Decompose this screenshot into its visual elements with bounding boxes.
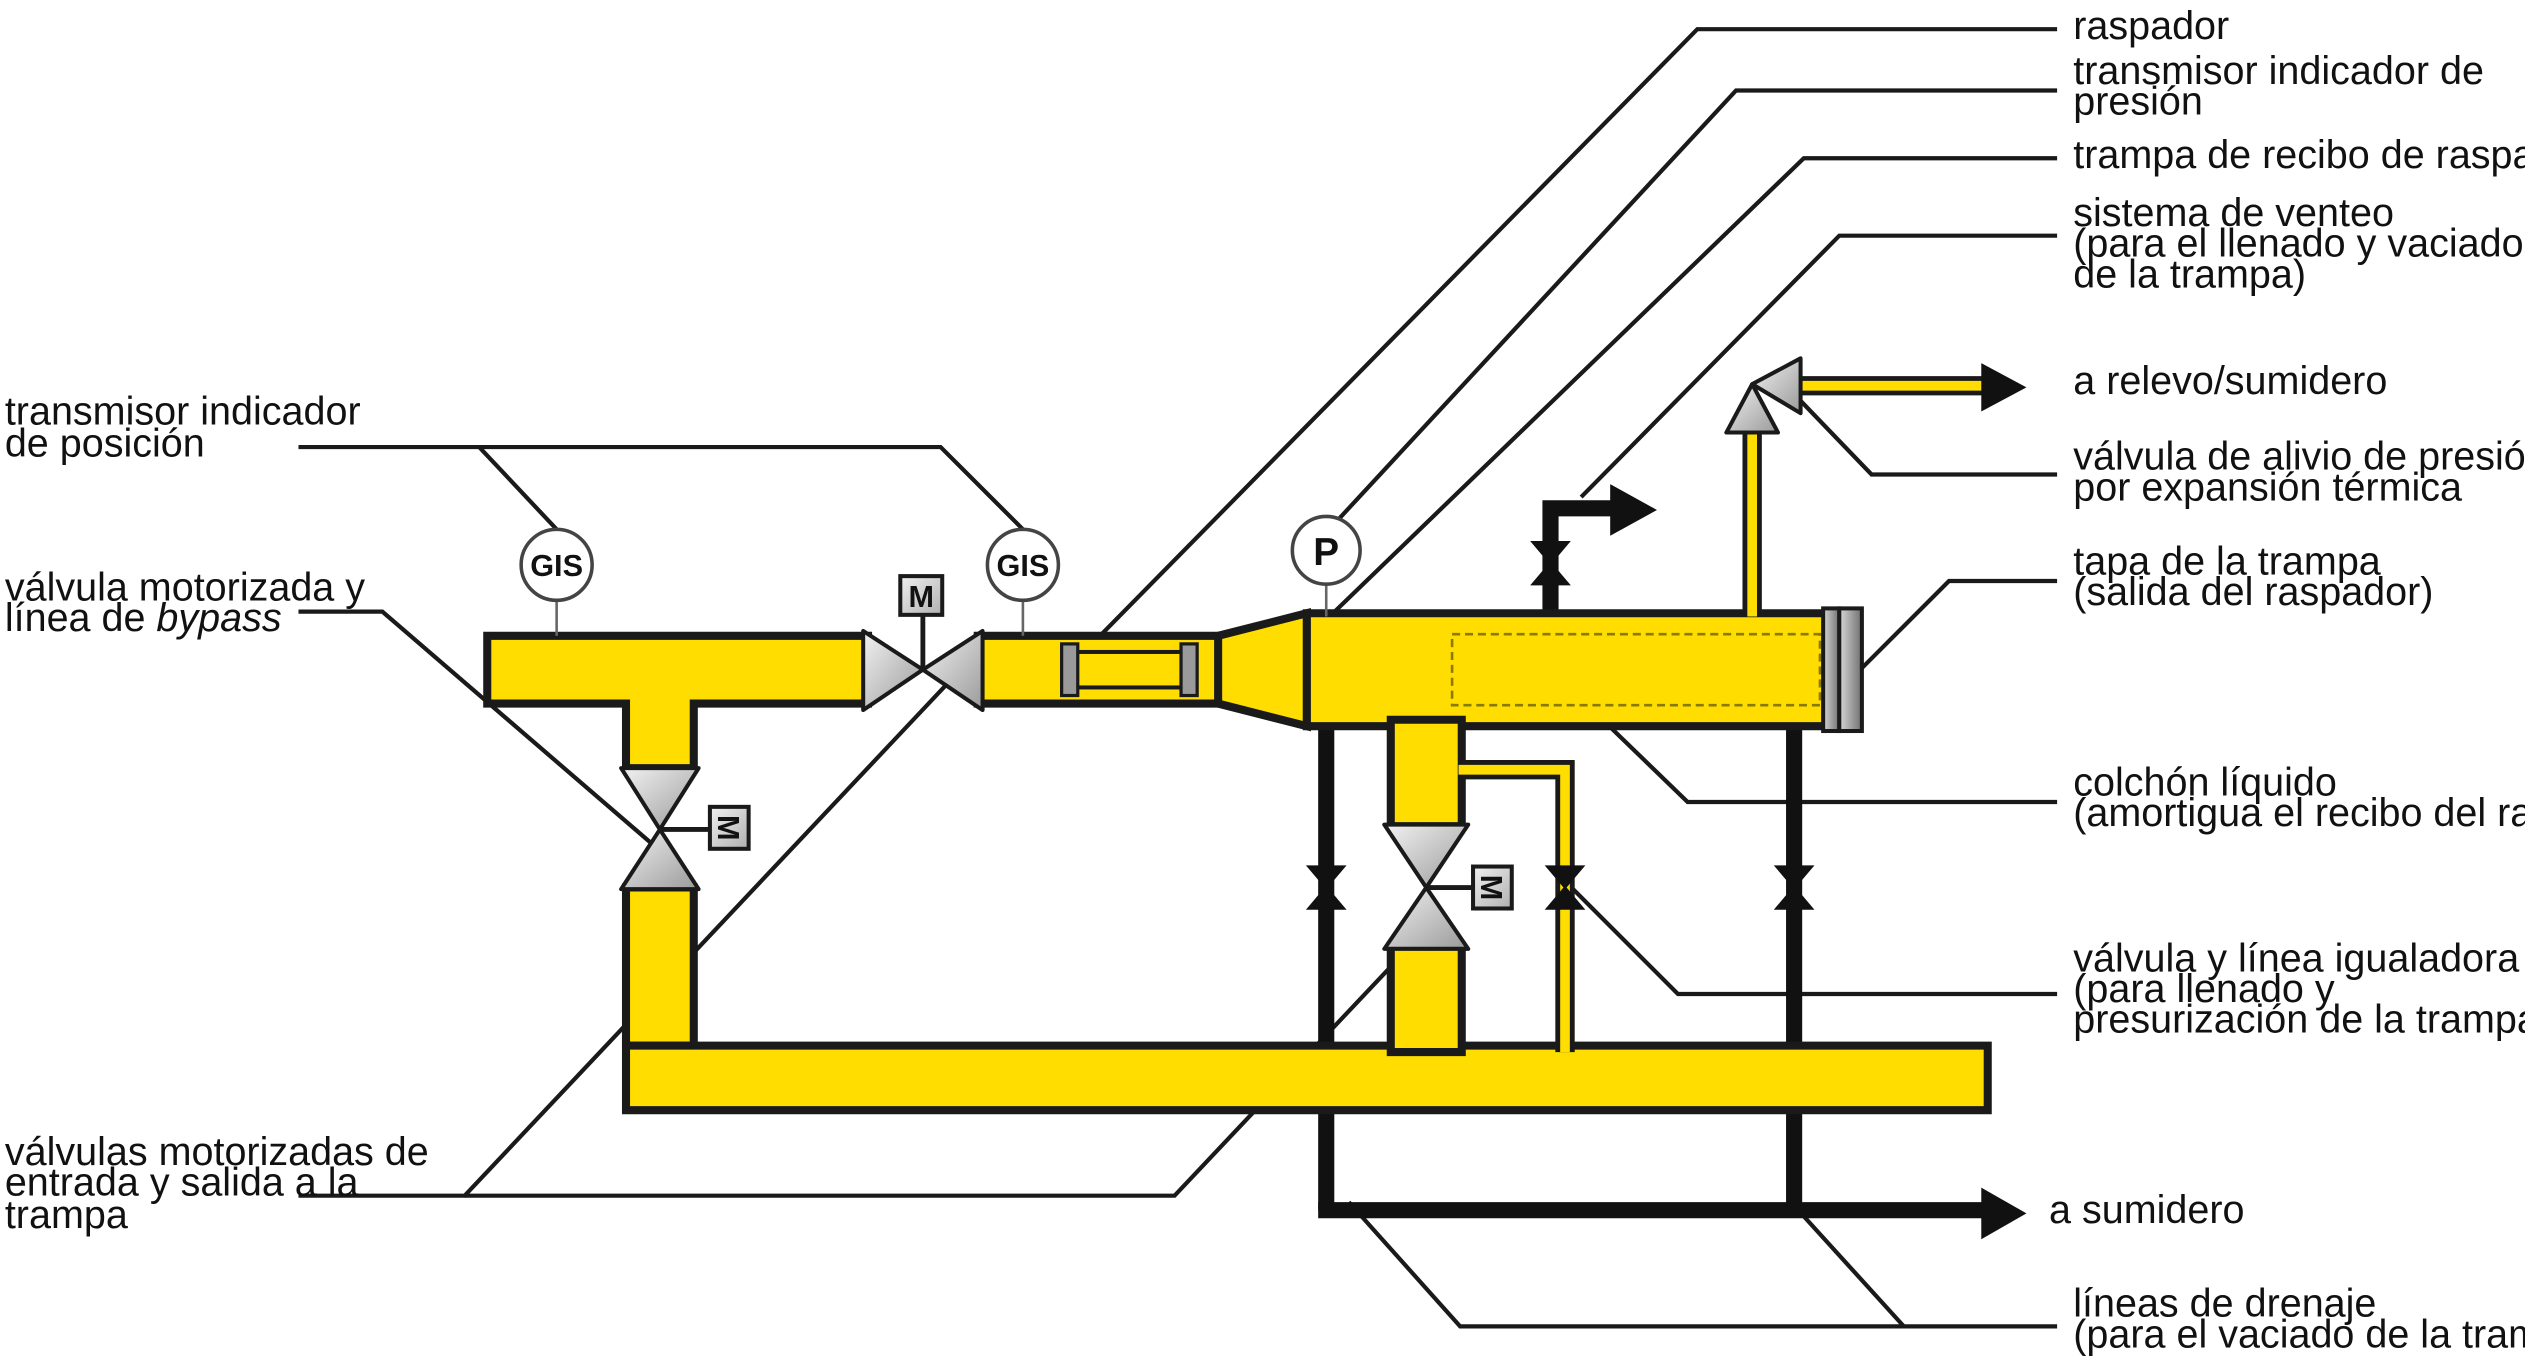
thermal-relief-valve: [1724, 356, 1803, 435]
drain-valve-right: [1773, 865, 1815, 910]
label-bypass-2: línea de bypass: [5, 596, 282, 640]
pig-cup-right: [1179, 642, 1199, 698]
drain-arrow: [1981, 1187, 2027, 1240]
label-sumidero: a sumidero: [2049, 1188, 2244, 1232]
vent-line: [1542, 500, 1614, 617]
vent-arrow: [1610, 484, 1657, 536]
equalizing-valve: [1544, 865, 1586, 910]
label-bypass-1: válvula motorizada y: [5, 565, 365, 609]
label-drenaje-2: (para el vaciado de la trampa): [2073, 1312, 2525, 1356]
closure-cap: [1837, 606, 1864, 734]
relief-valve-side: [1750, 356, 1803, 416]
leader-drenaje-b: [1789, 1200, 1906, 1328]
label-tapa-1: tapa de la trampa: [2073, 540, 2381, 584]
instruments: GIS GIS P: [519, 514, 1362, 636]
trap-outlet-pipe-upper: [1386, 715, 1466, 831]
relief-valve-bottom: [1724, 382, 1781, 435]
inlet-pipe: [483, 631, 873, 773]
trap-barrel: [1302, 609, 1831, 731]
label-drenaje-1: líneas de drenaje: [2073, 1282, 2376, 1326]
leader-raspador: [1076, 27, 2058, 660]
label-entrada-3: trampa: [5, 1193, 128, 1237]
valve-bottom-half: [1382, 885, 1471, 951]
label-colchon-1: colchón líquido: [2073, 761, 2337, 805]
leader-venteo: [1579, 233, 2058, 499]
bypass-pipe-lower: [621, 883, 698, 1050]
pig: [1060, 642, 1199, 698]
motor-box-mid: [1471, 864, 1514, 911]
label-entrada-1: válvulas motorizadas de: [5, 1130, 429, 1174]
leader-transmisor-presion: [1324, 88, 2058, 534]
label-igualadora-1: válvula y línea igualadora: [2073, 936, 2519, 980]
leader-bypass: [298, 609, 663, 854]
small-valves: [1305, 541, 1815, 910]
label-igualadora-2: (para llenado y: [2073, 967, 2335, 1011]
liquid-cushion: [1450, 632, 1822, 707]
closure-flange: [1821, 606, 1842, 734]
gis-left-label: GIS: [530, 549, 583, 583]
label-posicion-1: transmisor indicador: [5, 389, 361, 433]
label-relevo: a relevo/sumidero: [2073, 359, 2387, 403]
leader-lines: [298, 27, 2058, 1329]
motor-box-left: [707, 804, 751, 851]
label-transmisor-presion-1: transmisor indicador de: [2073, 49, 2484, 93]
motor-label-top: M: [908, 580, 934, 614]
relief-arrow: [1981, 363, 2027, 412]
valve-top-half: [619, 766, 701, 832]
label-venteo-3: de la trampa): [2073, 252, 2306, 296]
motor-label-mid: M: [1474, 875, 1508, 901]
valve-bottom-half: [619, 827, 701, 892]
valve-right-half: [920, 628, 985, 713]
vent-valve: [1530, 541, 1571, 586]
label-venteo-2: (para el llenado y vaciado: [2073, 222, 2523, 266]
label-alivio-2: por expansión térmica: [2073, 465, 2462, 509]
label-posicion-2: de posición: [5, 422, 205, 466]
leader-igualadora: [1563, 879, 2058, 997]
pressure-label: P: [1313, 531, 1339, 574]
label-colchon-2: (amortigua el recibo del raspador): [2073, 791, 2525, 835]
label-transmisor-presion-2: presión: [2073, 80, 2203, 124]
motor-box-top: [898, 574, 945, 617]
label-igualadora-3: presurización de la trampa): [2073, 998, 2525, 1042]
equalizing-line-fill: [1458, 764, 1570, 1053]
motor-label-left: M: [711, 815, 745, 841]
label-alivio-1: válvula de alivio de presión: [2073, 435, 2525, 479]
label-trampa-recibo: trampa de recibo de raspadores: [2073, 133, 2525, 177]
leader-entrada-b: [464, 934, 1422, 1198]
label-bypass-2a: línea de: [5, 596, 157, 640]
leader-colchon: [1586, 703, 2058, 805]
bottom-header: [621, 1041, 1992, 1115]
label-venteo-1: sistema de venteo: [2073, 191, 2394, 235]
outlet-motorized-valve: M: [1382, 822, 1514, 951]
drain-valve-left: [1305, 865, 1347, 910]
valve-left-half: [861, 628, 925, 713]
leader-posicion-b: [479, 444, 1025, 531]
valve-top-half: [1382, 822, 1471, 890]
leader-alivio: [1786, 385, 2058, 477]
position-transmitter-right: [985, 527, 1061, 603]
label-raspador: raspador: [2073, 4, 2229, 48]
drain-lines: [1318, 484, 2027, 1240]
labels: raspador transmisor indicador de presión…: [5, 4, 2525, 1356]
leader-tapa: [1857, 578, 2058, 673]
trap-closure: [1821, 606, 1864, 734]
pressure-transmitter: [1290, 514, 1362, 586]
pig-body: [1072, 649, 1187, 690]
leader-trampa-recibo: [1321, 156, 2058, 625]
label-tapa-2: (salida del raspador): [2073, 570, 2433, 614]
position-transmitter-left: [519, 527, 594, 603]
inlet-motorized-valve: M: [861, 574, 985, 713]
leader-drenaje-a: [1347, 1200, 2058, 1329]
bypass-motorized-valve: M: [619, 766, 751, 892]
pig-cup-left: [1060, 642, 1080, 698]
label-entrada-2: entrada y salida a la: [5, 1161, 359, 1205]
gis-right-label: GIS: [997, 549, 1050, 583]
equalizing-line: [1458, 760, 1575, 1053]
label-bypass-2b: bypass: [156, 596, 281, 640]
leader-posicion-a: [298, 444, 559, 531]
trap-outlet-pipe-lower: [1386, 941, 1466, 1057]
trap-reducer: [1214, 608, 1311, 732]
